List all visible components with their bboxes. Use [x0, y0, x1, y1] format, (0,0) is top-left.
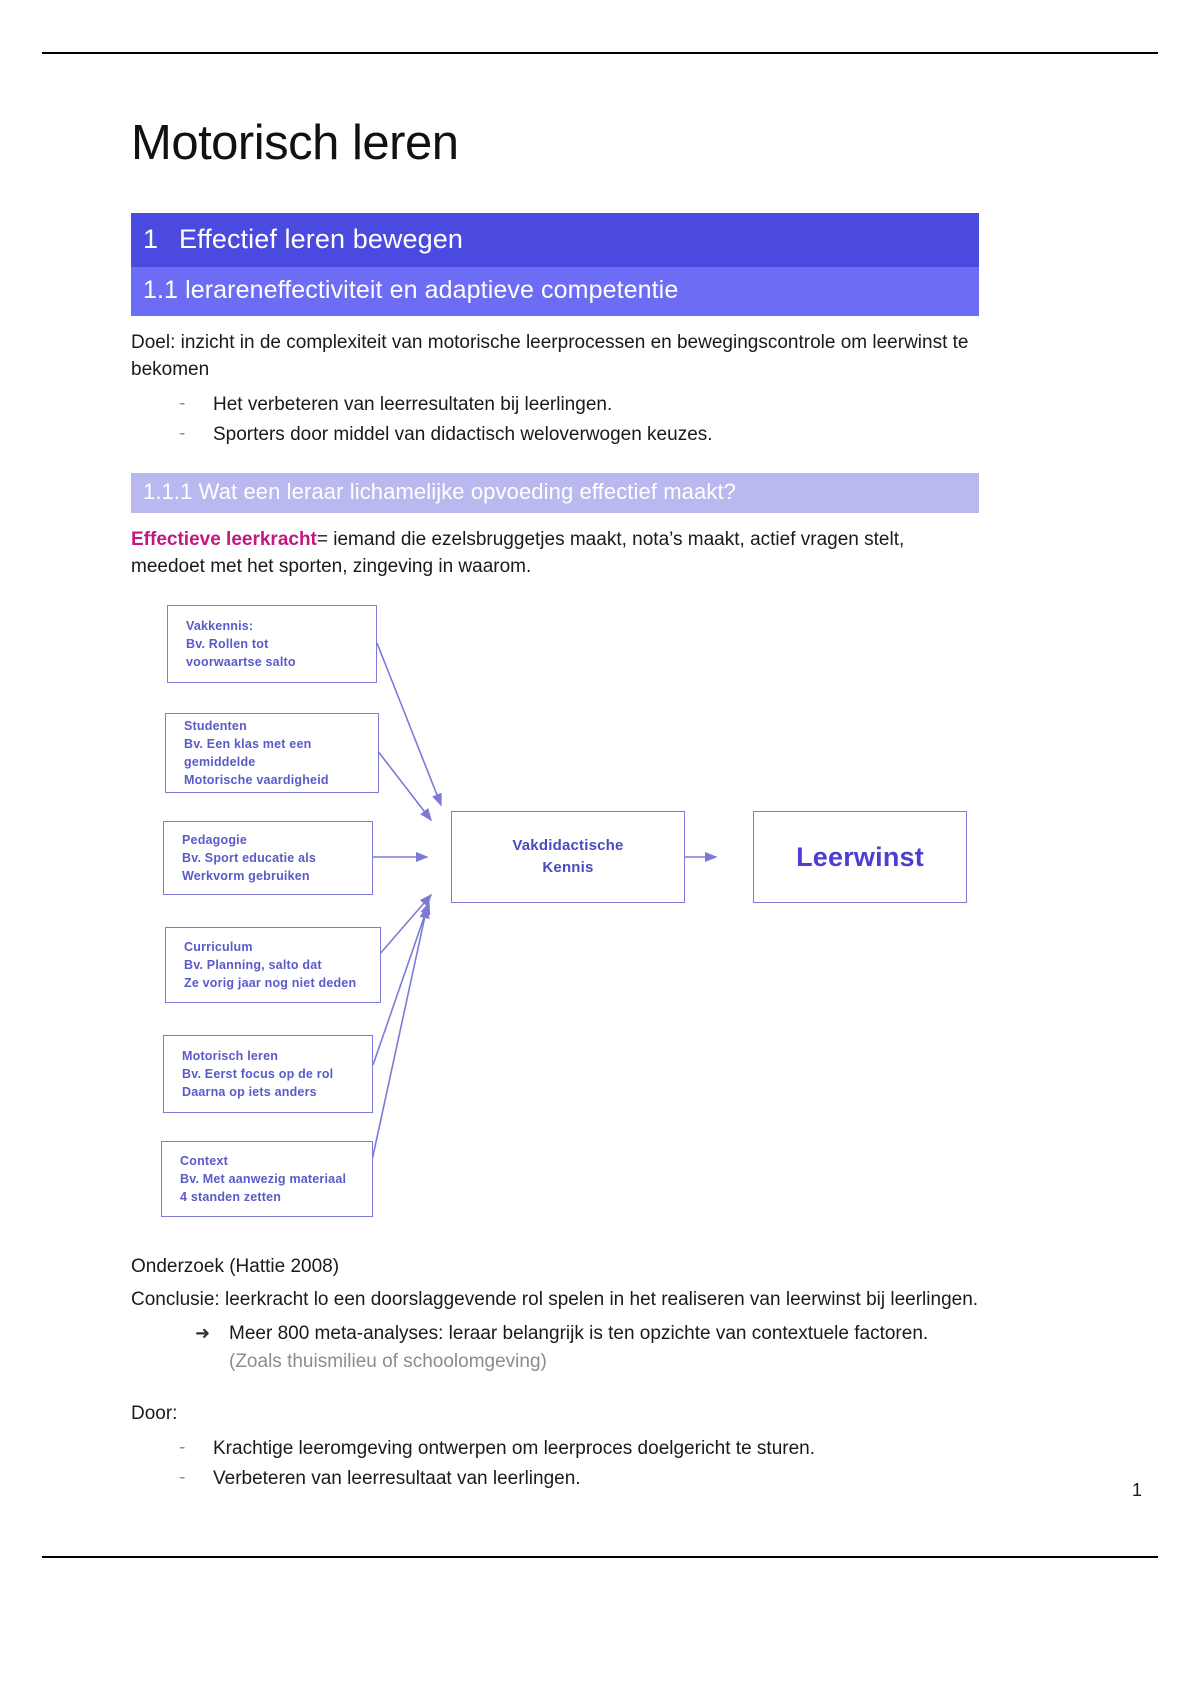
diagram-box-line: Bv. Sport educatie als [182, 851, 317, 866]
diagram-box-line: gemiddelde [184, 755, 256, 770]
diagram-box-line: Pedagogie [182, 833, 248, 847]
heading-1-1-1-wat-een-leraar-effectief-maakt: 1.1.1 Wat een leraar lichamelijke opvoed… [131, 473, 979, 514]
list-item: Sporters door middel van didactisch welo… [179, 419, 979, 449]
arrow-item-note: (Zoals thuismilieu of schoolomgeving) [229, 1350, 547, 1372]
list-item: Meer 800 meta-analyses: leraar belangrij… [195, 1320, 979, 1375]
diagram-box-line: Studenten [184, 718, 247, 733]
diagram-box-line: 4 standen zetten [180, 1190, 282, 1205]
research-source: Onderzoek (Hattie 2008) [131, 1256, 340, 1278]
page-title: Motorisch leren [131, 116, 459, 170]
diagram-box-line: Context [180, 1154, 228, 1168]
diagram-arrows [370, 642, 718, 1166]
diagram-box-line: Motorische vaardigheid [184, 773, 329, 788]
diagram-box-studenten: Studenten Bv. Een klas met een gemiddeld… [165, 713, 379, 794]
door-bullet-list: Krachtige leeromgeving ontwerpen om leer… [131, 1433, 979, 1493]
list-item: Verbeteren van leerresultaat van leerlin… [179, 1463, 979, 1493]
diagram-box-line: Leerwinst [796, 841, 924, 872]
diagram-box-line: Bv. Rollen tot [186, 637, 269, 652]
heading-1-effectief-leren-bewegen: 1 Effectief leren bewegen [131, 213, 979, 268]
diagram-box-line: Bv. Een klas met een [184, 737, 312, 752]
diagram-box-line: Kennis [542, 859, 594, 877]
diagram-box-pedagogie: Pedagogie Bv. Sport educatie als Werkvor… [163, 821, 373, 896]
diagram-box-line: Motorisch leren [182, 1049, 279, 1063]
heading-1-number: 1 [143, 224, 159, 255]
diagram-box-line: voorwaartse salto [186, 655, 296, 670]
diagram-box-line: Curriculum [184, 940, 253, 954]
page-number: 1 [1131, 1480, 1142, 1500]
definition-term: Effectieve leerkracht [131, 529, 317, 551]
research-conclusion: Conclusie: leerkracht lo een doorslaggev… [131, 1289, 979, 1311]
list-item: Het verbeteren van leerresultaten bij le… [179, 389, 979, 419]
diagram-box-vakdidactische-kennis: Vakdidactische Kennis [451, 811, 685, 904]
diagram-box-line: Vakkennis: [186, 619, 254, 633]
page-content: Motorisch leren 1 Effectief leren bewegen… [131, 116, 979, 1493]
header-rule [42, 52, 1158, 54]
diagram-box-vakkennis: Vakkennis: Bv. Rollen tot voorwaartse sa… [167, 605, 377, 684]
diagram-box-context: Context Bv. Met aanwezig materiaal 4 sta… [161, 1141, 373, 1218]
diagram-box-line: Werkvorm gebruiken [182, 869, 310, 884]
goal-paragraph: Doel: inzicht in de complexiteit van mot… [131, 332, 969, 381]
footer-rule [42, 1556, 1158, 1558]
list-item: Krachtige leeromgeving ontwerpen om leer… [179, 1433, 979, 1463]
diagram-box-motorisch-leren: Motorisch leren Bv. Eerst focus op de ro… [163, 1035, 373, 1114]
vakdidactische-kennis-diagram: Vakkennis: Bv. Rollen tot voorwaartse sa… [131, 595, 979, 1240]
diagram-box-line: Ze vorig jaar nog niet deden [184, 976, 357, 991]
heading-1-label: Effectief leren bewegen [179, 224, 463, 255]
diagram-box-line: Daarna op iets anders [182, 1085, 317, 1100]
diagram-box-curriculum: Curriculum Bv. Planning, salto dat Ze vo… [165, 927, 381, 1004]
arrow-item-text: Meer 800 meta-analyses: leraar belangrij… [229, 1323, 929, 1345]
heading-1-1-lerareneffectiviteit: 1.1 lerareneffectiviteit en adaptieve co… [131, 267, 979, 317]
definition-paragraph: Effectieve leerkracht= iemand die ezelsb… [131, 527, 979, 581]
definition-text: = iemand die ezelsbruggetjes maakt, nota… [131, 529, 905, 578]
diagram-box-line: Bv. Met aanwezig materiaal [180, 1172, 347, 1187]
diagram-box-line: Vakdidactische [512, 837, 624, 855]
goal-bullet-list: Het verbeteren van leerresultaten bij le… [131, 389, 979, 449]
door-label: Door: [131, 1403, 178, 1425]
diagram-box-leerwinst: Leerwinst [753, 811, 967, 904]
diagram-box-line: Bv. Eerst focus op de rol [182, 1067, 334, 1082]
research-arrow-list: Meer 800 meta-analyses: leraar belangrij… [131, 1320, 979, 1375]
diagram-box-line: Bv. Planning, salto dat [184, 958, 322, 973]
